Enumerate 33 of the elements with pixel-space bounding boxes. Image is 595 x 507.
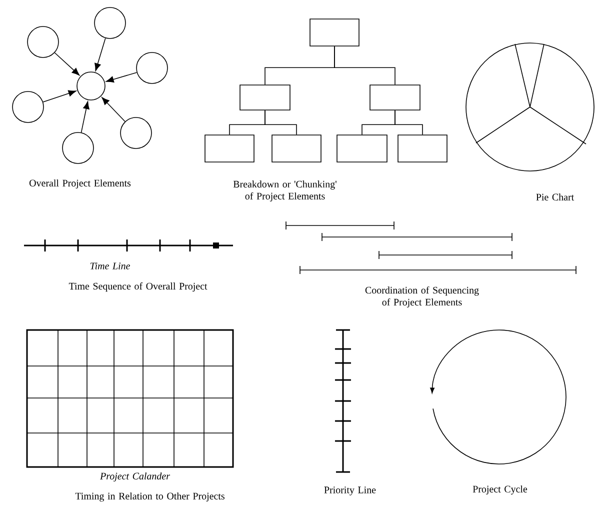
caption: Timing in Relation to Other Projects bbox=[75, 492, 224, 502]
connector-line bbox=[334, 46, 396, 85]
arrow bbox=[94, 38, 106, 72]
box bbox=[370, 84, 420, 110]
arrow bbox=[106, 72, 138, 83]
arrow bbox=[54, 52, 80, 76]
caption: Project Cycle bbox=[472, 485, 528, 495]
box bbox=[398, 134, 448, 162]
box bbox=[240, 84, 290, 110]
circle bbox=[76, 72, 106, 100]
box bbox=[204, 134, 254, 162]
circle bbox=[94, 7, 126, 39]
caption: Overall Project Elements bbox=[30, 179, 131, 189]
caption: Pie Chart bbox=[536, 193, 574, 200]
circle bbox=[120, 117, 152, 149]
caption: Project Calander bbox=[100, 472, 170, 482]
box bbox=[336, 134, 388, 162]
circle bbox=[12, 91, 44, 123]
connector-line bbox=[264, 110, 297, 135]
arrow bbox=[80, 101, 90, 133]
caption: Priority Line bbox=[324, 486, 376, 496]
connector-line bbox=[394, 110, 423, 135]
box bbox=[310, 18, 360, 46]
circle bbox=[27, 26, 59, 58]
box bbox=[272, 134, 322, 162]
caption: Breakdown or 'Chunking' of Project Elements bbox=[233, 180, 336, 202]
arrow bbox=[102, 97, 126, 122]
caption: Coordination of Sequencing of Project Elements bbox=[365, 286, 479, 308]
arrow bbox=[42, 90, 76, 102]
caption: Time Line bbox=[90, 262, 130, 270]
circle bbox=[62, 132, 94, 164]
caption: Time Sequence of Overall Project bbox=[68, 282, 208, 292]
circle bbox=[136, 52, 168, 84]
